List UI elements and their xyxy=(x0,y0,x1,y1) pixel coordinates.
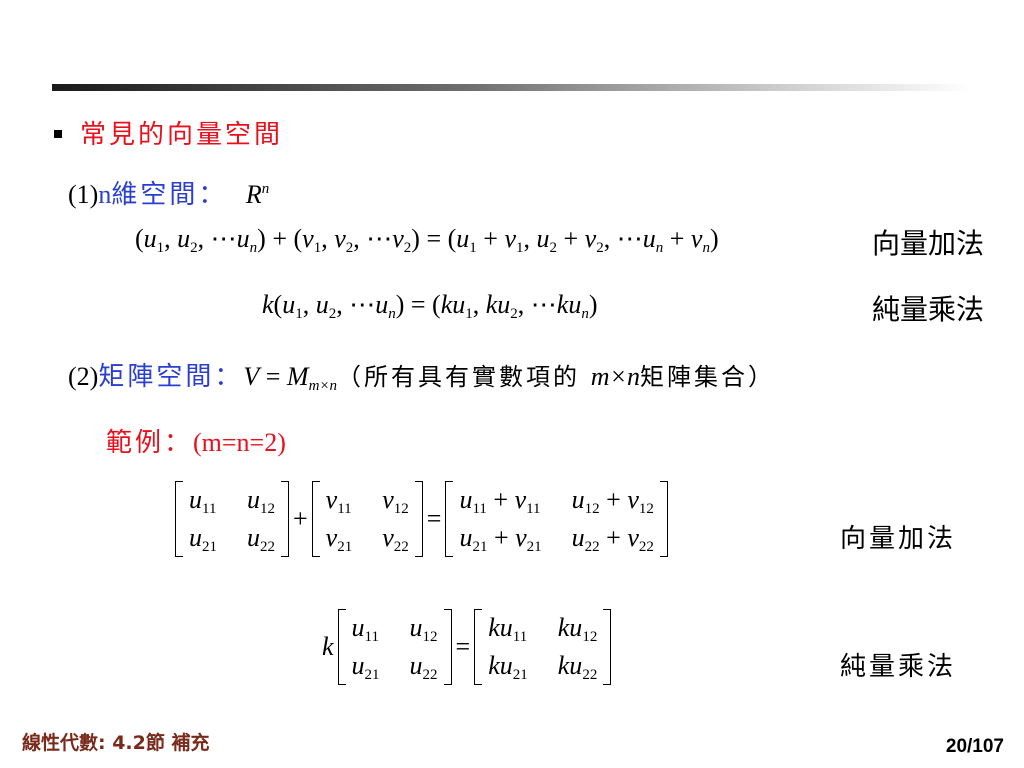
matrix-scalar-label: 純量乘法 xyxy=(840,652,957,682)
bullet-square-icon xyxy=(54,130,62,138)
example-label: 範例： xyxy=(106,428,194,458)
item2-label: 矩陣空間： xyxy=(98,362,244,392)
item1-n: n xyxy=(98,180,112,209)
scalar-multiplication-label: 純量乘法 xyxy=(872,293,985,326)
scalar-k: k xyxy=(322,632,334,661)
item2-paren-close: 矩陣集合） xyxy=(640,363,776,391)
header-rule xyxy=(52,84,972,91)
vector-addition-label: 向量加法 xyxy=(872,227,985,260)
item1-label: 維空間： xyxy=(111,180,228,210)
item1-prefix: (1) xyxy=(68,180,99,209)
item2-line: (2)矩陣空間：V = Mm×n（所有具有實數項的 m×n矩陣集合） xyxy=(68,362,776,394)
vector-addition-formula: (u1, u2, ⋯un) + (v1, v2, ⋯v2) = (u1 + v1… xyxy=(135,224,719,256)
item2-mn: m×n xyxy=(590,362,641,391)
item2-prefix: (2) xyxy=(68,362,99,391)
item2-sub: m×n xyxy=(308,378,338,394)
footer-course: 線性代數: 4.2節 補充 xyxy=(22,732,210,754)
matrix-addition-label: 向量加法 xyxy=(840,524,957,554)
item2-M: M xyxy=(286,362,309,391)
example-line: 範例：(m=n=2) xyxy=(106,422,286,459)
example-value: (m=n=2) xyxy=(193,428,286,457)
page-number: 20/107 xyxy=(945,736,1004,757)
heading: 常見的向量空間 xyxy=(80,120,284,150)
item2-lhs: V xyxy=(243,362,260,391)
item2-paren-open: （所有具有實數項的 xyxy=(337,363,591,391)
item1-symbol: R xyxy=(245,180,262,209)
scalar-multiplication-formula: k(u1, u2, ⋯un) = (ku1, ku2, ⋯kun) xyxy=(262,290,598,322)
item1-sup: n xyxy=(261,181,270,197)
item1-line: (1)n維空間： Rn xyxy=(68,174,269,211)
